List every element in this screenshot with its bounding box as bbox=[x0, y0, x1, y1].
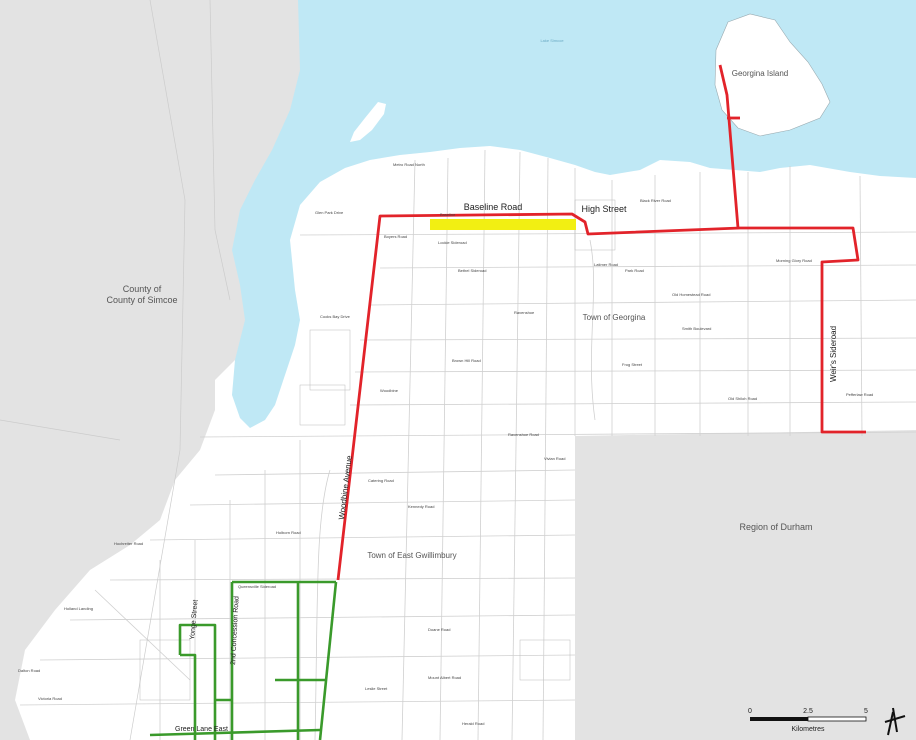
north-arrow-icon bbox=[884, 707, 906, 736]
minor-road-label: Brown Hill Road bbox=[452, 358, 481, 363]
road-label-baseline: Baseline Road bbox=[464, 202, 523, 212]
minor-road-label: Boyers Road bbox=[384, 234, 407, 239]
minor-road-label: Glen Park Drive bbox=[315, 210, 344, 215]
minor-road-label: Frog Street bbox=[622, 362, 643, 367]
minor-road-label: Metro Road North bbox=[393, 162, 425, 167]
york-region-land bbox=[15, 0, 916, 740]
region-label-east-gwillimbury: Town of East Gwillimbury bbox=[367, 551, 456, 560]
road-label-second-concession: 2nd Concession Road bbox=[230, 596, 241, 665]
region-label-durham: Region of Durham bbox=[739, 522, 812, 532]
minor-road-label: Park Road bbox=[625, 268, 644, 273]
minor-road-label: Pefferlaw Road bbox=[846, 392, 873, 397]
region-label-georgina: Town of Georgina bbox=[583, 313, 646, 322]
durham-region bbox=[577, 437, 916, 740]
minor-road-label: Cooks Bay Drive bbox=[320, 314, 351, 319]
minor-road-label: Dalton Road bbox=[18, 668, 40, 673]
minor-road-label: Bethel Sideroad bbox=[458, 268, 486, 273]
minor-road-label: Black River Road bbox=[640, 198, 671, 203]
outside-roads bbox=[0, 0, 231, 740]
baseline-highlight[interactable] bbox=[430, 219, 576, 230]
region-label-georgina-island: Georgina Island bbox=[732, 69, 788, 78]
water-label: Lake Simcoe bbox=[540, 38, 564, 43]
region-label-simcoe-line1: County of bbox=[123, 284, 162, 294]
road-label-green-lane: Green Lane East bbox=[175, 726, 228, 733]
minor-road-label: Lockie Sideroad bbox=[438, 240, 467, 245]
scale-tick-0: 0 bbox=[748, 708, 752, 715]
minor-road-label: Holborn Road bbox=[276, 530, 301, 535]
scale-bar-white bbox=[807, 716, 867, 722]
green-route[interactable] bbox=[149, 580, 338, 740]
minor-road-label: Mount Albert Road bbox=[428, 675, 461, 680]
small-island bbox=[350, 102, 386, 142]
minor-road-label: Kennedy Road bbox=[408, 504, 434, 509]
minor-road-label: Holland Landing bbox=[64, 606, 93, 611]
minor-road-label: Old Homestead Road bbox=[672, 292, 710, 297]
minor-road-label: Smith Boulevard bbox=[682, 326, 711, 331]
minor-road-label: Doane Road bbox=[428, 627, 450, 632]
minor-road-label: Vivian Road bbox=[544, 456, 566, 461]
road-label-high-street: High Street bbox=[581, 204, 627, 214]
georgina-island-shape bbox=[714, 13, 831, 137]
red-route[interactable] bbox=[336, 64, 866, 581]
scale-unit: Kilometres bbox=[791, 726, 825, 733]
minor-road-label: Catering Road bbox=[368, 478, 394, 483]
minor-road-label: Ravenshoe Road bbox=[508, 432, 539, 437]
scale-bar-black bbox=[750, 717, 808, 721]
minor-road-label: Baseline bbox=[440, 212, 456, 217]
scale-tick-2: 5 bbox=[864, 708, 868, 715]
scale-tick-1: 2.5 bbox=[803, 708, 813, 715]
minor-road-label: Old Shiloh Road bbox=[728, 396, 757, 401]
scale-bar: 0 2.5 5 Kilometres bbox=[748, 708, 868, 733]
minor-road-label: Leslie Street bbox=[365, 686, 388, 691]
minor-road-label: Latimer Road bbox=[594, 262, 618, 267]
minor-road-label: Hochreiter Road bbox=[114, 541, 143, 546]
minor-road-label: Morning Glory Road bbox=[776, 258, 812, 263]
minor-road-label: Queensville Sideroad bbox=[238, 584, 276, 589]
region-label-simcoe: County of Simcoe bbox=[106, 295, 177, 305]
road-label-yonge: Yonge Street bbox=[189, 599, 199, 640]
road-label-weirs: Weir's Sideroad bbox=[829, 326, 838, 382]
minor-road-label: Victoria Road bbox=[38, 696, 62, 701]
minor-road-label: Woodbine bbox=[380, 388, 399, 393]
minor-road-label: Herald Road bbox=[462, 721, 484, 726]
minor-road-label: Ravenshoe bbox=[514, 310, 535, 315]
minor-road-labels: Metro Road North Glen Park Drive Boyers … bbox=[18, 162, 873, 726]
